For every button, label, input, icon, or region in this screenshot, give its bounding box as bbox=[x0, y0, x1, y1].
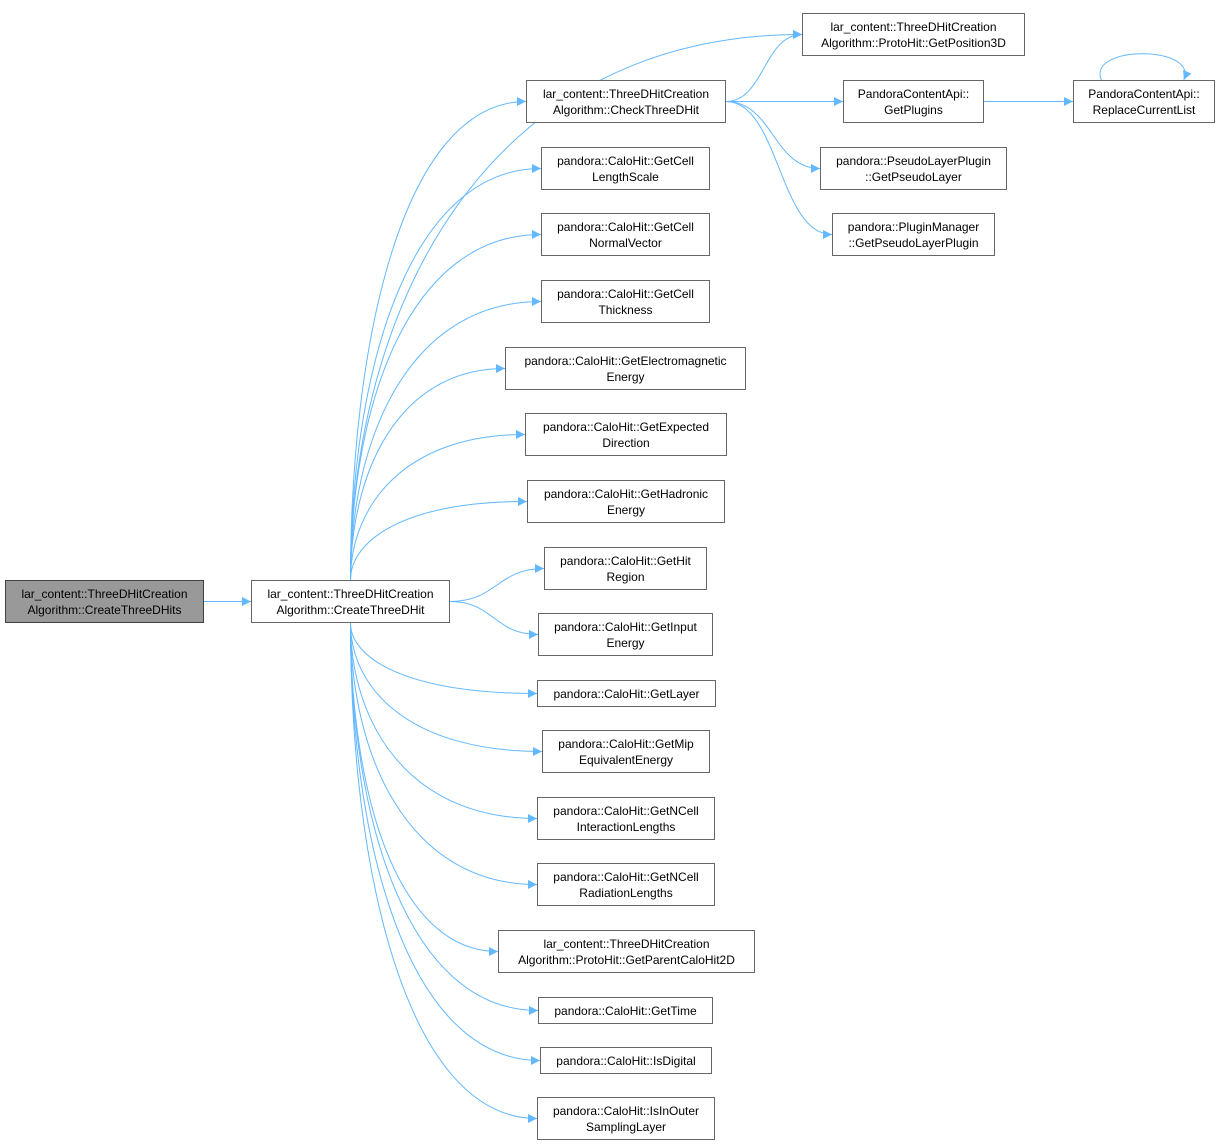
node-is-digital[interactable]: pandora::CaloHit::IsDigital bbox=[540, 1047, 712, 1074]
edge-create-three-d-hit-to-get-input-energy bbox=[449, 601, 539, 639]
node-label-line: Algorithm::CreateThreeDHits bbox=[27, 602, 182, 617]
node-label-line: ::GetPseudoLayer bbox=[865, 169, 962, 184]
node-get-time[interactable]: pandora::CaloHit::GetTime bbox=[538, 997, 713, 1024]
node-label-line: PandoraContentApi:: bbox=[1088, 86, 1200, 101]
edge-create-three-d-hit-to-get-electromagnetic-energy bbox=[350, 364, 506, 581]
node-label-line: Thickness bbox=[598, 302, 653, 317]
node-label-line: Energy bbox=[606, 635, 645, 650]
node-label-line: lar_content::ThreeDHitCreation bbox=[830, 19, 997, 34]
node-label-line: pandora::CaloHit::GetLayer bbox=[553, 686, 700, 701]
node-label-line: Algorithm::CreateThreeDHit bbox=[276, 602, 425, 617]
edge-check-three-d-hit-to-get-pseudo-layer bbox=[725, 101, 821, 173]
edge-create-three-d-hit-to-get-hit-region bbox=[449, 564, 545, 602]
node-label-line: pandora::CaloHit::GetMip bbox=[558, 736, 694, 751]
node-label-line: pandora::PluginManager bbox=[847, 219, 980, 234]
edge-create-three-d-hit-to-get-n-cell-radiation-lengths bbox=[350, 622, 538, 889]
node-label-line: SamplingLayer bbox=[585, 1119, 667, 1134]
node-label-line: pandora::CaloHit::GetElectromagnetic bbox=[524, 353, 727, 368]
edge-create-three-d-hit-to-get-cell-thickness bbox=[350, 297, 542, 581]
node-label-line: lar_content::ThreeDHitCreation bbox=[543, 936, 710, 951]
node-label-line: pandora::CaloHit::GetExpected bbox=[542, 419, 710, 434]
node-label-line: LengthScale bbox=[592, 169, 659, 184]
node-label-line: pandora::CaloHit::GetNCell bbox=[553, 803, 699, 818]
edge-create-three-d-hit-to-get-n-cell-interaction-lengths bbox=[350, 622, 538, 823]
node-label-line: Energy bbox=[606, 369, 645, 384]
node-replace-current-list[interactable]: PandoraContentApi::ReplaceCurrentList bbox=[1073, 80, 1215, 123]
node-label-line: lar_content::ThreeDHitCreation bbox=[267, 586, 434, 601]
edge-create-three-d-hit-to-get-parent-calo-hit-2d bbox=[350, 622, 499, 956]
edge-create-three-d-hit-to-is-digital bbox=[350, 622, 541, 1065]
node-label-line: pandora::PseudoLayerPlugin bbox=[836, 153, 991, 168]
edge-create-three-d-hit-to-get-mip-equivalent-energy bbox=[350, 622, 543, 756]
edge-create-three-d-hit-to-get-cell-length-scale bbox=[350, 164, 542, 581]
node-label-line: pandora::CaloHit::GetInput bbox=[554, 619, 697, 634]
node-label-line: Energy bbox=[606, 502, 646, 517]
node-label-line: Algorithm::ProtoHit::GetParentCaloHit2D bbox=[518, 952, 735, 967]
node-label-line: NormalVector bbox=[589, 235, 662, 250]
node-label-line: Direction bbox=[602, 435, 650, 450]
node-label-line: ::GetPseudoLayerPlugin bbox=[848, 235, 979, 250]
node-label-line: PandoraContentApi:: bbox=[857, 86, 970, 101]
node-label-line: pandora::CaloHit::GetCell bbox=[557, 219, 694, 234]
edge-create-three-d-hit-to-get-position-3d bbox=[350, 30, 803, 581]
edge-replace-current-list-to-replace-current-list bbox=[1099, 53, 1192, 81]
node-label-line: lar_content::ThreeDHitCreation bbox=[21, 586, 188, 601]
node-label-line: Algorithm::ProtoHit::GetPosition3D bbox=[821, 35, 1006, 50]
edge-create-three-d-hit-to-is-in-outer-sampling-layer bbox=[350, 622, 538, 1123]
edge-check-three-d-hit-to-get-position-3d bbox=[725, 30, 803, 102]
node-label-line: pandora::CaloHit::GetHadronic bbox=[543, 486, 709, 501]
node-label-line: pandora::CaloHit::IsInOuter bbox=[552, 1103, 700, 1118]
node-get-layer[interactable]: pandora::CaloHit::GetLayer bbox=[537, 680, 716, 707]
node-label-line: lar_content::ThreeDHitCreation bbox=[542, 86, 710, 101]
node-label-line: RadiationLengths bbox=[579, 885, 673, 900]
node-label-line: pandora::CaloHit::GetNCell bbox=[553, 869, 699, 884]
node-get-pseudo-layer-plugin[interactable]: pandora::PluginManager::GetPseudoLayerPl… bbox=[832, 213, 995, 256]
node-get-pseudo-layer[interactable]: pandora::PseudoLayerPlugin::GetPseudoLay… bbox=[820, 147, 1007, 190]
node-label-line: ReplaceCurrentList bbox=[1092, 102, 1196, 117]
node-get-plugins[interactable]: PandoraContentApi::GetPlugins bbox=[843, 80, 984, 123]
node-label-line: EquivalentEnergy bbox=[578, 752, 674, 767]
node-label-line: pandora::CaloHit::GetCell bbox=[557, 153, 694, 168]
node-label-line: pandora::CaloHit::GetTime bbox=[554, 1003, 697, 1018]
node-label-line: pandora::CaloHit::IsDigital bbox=[556, 1053, 696, 1068]
node-label-line: Algorithm::CheckThreeDHit bbox=[552, 102, 700, 117]
node-label-line: Region bbox=[606, 569, 645, 584]
edge-create-three-d-hit-to-get-layer bbox=[350, 622, 538, 698]
edge-create-three-d-hit-to-check-three-d-hit bbox=[350, 97, 527, 581]
edge-create-three-d-hit-to-get-expected-direction bbox=[350, 430, 526, 581]
edge-create-three-d-hit-to-get-hadronic-energy bbox=[350, 497, 528, 581]
node-label-line: pandora::CaloHit::GetHit bbox=[560, 553, 691, 568]
node-label-line: pandora::CaloHit::GetCell bbox=[557, 286, 694, 301]
edge-create-three-d-hit-to-get-time bbox=[350, 622, 539, 1015]
edge-check-three-d-hit-to-get-pseudo-layer-plugin bbox=[725, 101, 833, 239]
edge-create-three-d-hit-to-get-cell-normal-vector bbox=[350, 230, 542, 581]
node-label-line: InteractionLengths bbox=[576, 819, 676, 834]
node-label-line: GetPlugins bbox=[884, 102, 943, 117]
